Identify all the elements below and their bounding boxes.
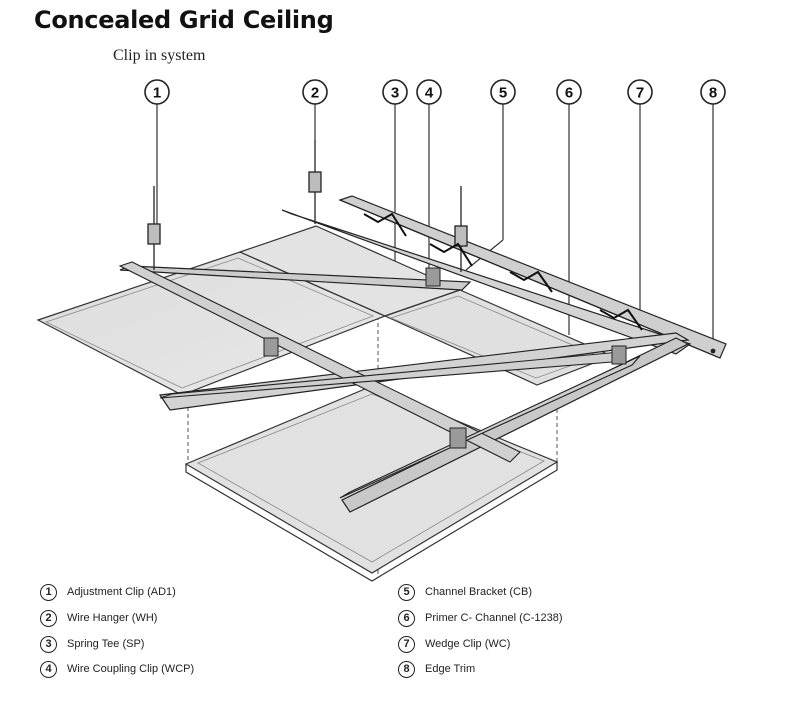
legend-label: Primer C- Channel (C-1238) — [425, 612, 563, 625]
page-title: Concealed Grid Ceiling — [34, 6, 334, 34]
legend-label: Wire Hanger (WH) — [67, 612, 158, 625]
coupling-clips — [263, 267, 627, 449]
legend-label: Spring Tee (SP) — [67, 638, 145, 651]
legend-item: 7 Wedge Clip (WC) — [398, 634, 510, 654]
legend-item: 4 Wire Coupling Clip (WCP) — [40, 659, 194, 679]
callout-numbers: 1 2 3 4 5 6 7 8 — [153, 85, 717, 102]
hangers — [147, 140, 468, 272]
legend-number: 3 — [40, 635, 57, 653]
upper-panels — [36, 225, 614, 396]
callout-6: 6 — [565, 85, 573, 102]
legend-item: 8 Edge Trim — [398, 659, 475, 679]
callout-circles — [144, 79, 726, 105]
edge-trim — [338, 195, 727, 359]
legend-item: 2 Wire Hanger (WH) — [40, 608, 157, 628]
legend-label: Wedge Clip (WC) — [425, 638, 511, 651]
legend-number: 7 — [398, 635, 415, 653]
legend-item: 1 Adjustment Clip (AD1) — [40, 582, 176, 602]
legend-label: Adjustment Clip (AD1) — [67, 586, 176, 599]
tees — [118, 261, 641, 499]
legend-label: Edge Trim — [425, 663, 476, 676]
legend-number: 4 — [40, 660, 57, 678]
legend-label: Wire Coupling Clip (WCP) — [67, 663, 195, 676]
legend-item: 6 Primer C- Channel (C-1238) — [398, 608, 563, 628]
callout-1: 1 — [153, 85, 161, 102]
legend-number: 5 — [398, 583, 415, 601]
callout-8: 8 — [709, 85, 717, 102]
callout-3: 3 — [391, 85, 399, 102]
legend: 1 Adjustment Clip (AD1) 2 Wire Hanger (WH)… — [40, 580, 760, 690]
legend-number: 8 — [398, 660, 415, 678]
legend-number: 1 — [40, 583, 57, 601]
wedge-clips — [363, 212, 643, 331]
legend-number: 6 — [398, 609, 415, 627]
callout-4: 4 — [425, 85, 434, 102]
legend-item: 3 Spring Tee (SP) — [40, 634, 144, 654]
subtitle: Clip in system — [113, 47, 206, 64]
legend-number: 2 — [40, 609, 57, 627]
callout-7: 7 — [636, 85, 644, 102]
callout-5: 5 — [499, 85, 507, 102]
callout-2: 2 — [311, 85, 319, 102]
legend-item: 5 Channel Bracket (CB) — [398, 582, 532, 602]
legend-label: Channel Bracket (CB) — [425, 586, 532, 599]
